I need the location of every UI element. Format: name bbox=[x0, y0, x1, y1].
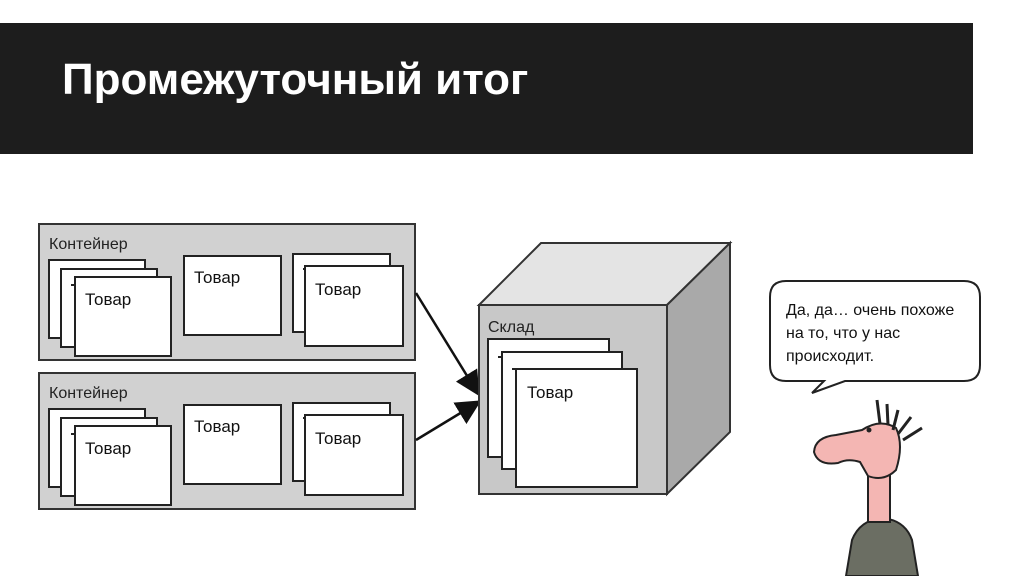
container-label: Контейнер bbox=[49, 385, 128, 402]
container-2: Контейнер Товар Товар Товар bbox=[38, 372, 416, 510]
item-card: Товар bbox=[183, 404, 282, 485]
warehouse-label: Склад bbox=[488, 319, 535, 336]
head bbox=[812, 422, 901, 479]
slide-title: Промежуточный итог bbox=[62, 55, 529, 104]
item-card: Товар bbox=[183, 255, 282, 336]
hair-strand bbox=[875, 399, 882, 425]
title-bar bbox=[0, 23, 973, 154]
hair-strand bbox=[902, 426, 923, 442]
hair-strand bbox=[896, 416, 913, 435]
item-label: Товар bbox=[315, 429, 362, 448]
shirt bbox=[844, 516, 920, 576]
arrow-container-1-to-warehouse bbox=[414, 292, 480, 397]
speech-bubble bbox=[769, 280, 981, 394]
item-label: Товар bbox=[315, 280, 362, 299]
arrow-container-2-to-warehouse bbox=[415, 400, 482, 442]
item-card: Товар bbox=[304, 265, 404, 347]
speech-bubble-text: Да, да… очень похоже на то, что у нас пр… bbox=[786, 302, 955, 365]
container-label: Контейнер bbox=[49, 236, 128, 253]
item-label: Товар bbox=[527, 383, 574, 402]
item-card: Товар bbox=[304, 414, 404, 496]
item-label: Товар bbox=[85, 439, 132, 458]
container-1: Контейнер Товар Товар Товар bbox=[38, 223, 416, 361]
hair-strand bbox=[891, 409, 900, 431]
item-label: Товар bbox=[194, 417, 241, 436]
cartoon-person bbox=[812, 399, 923, 576]
warehouse-item-card: Товар bbox=[515, 368, 638, 488]
item-label: Товар bbox=[85, 290, 132, 309]
item-card: Товар bbox=[74, 425, 172, 506]
eye bbox=[866, 427, 872, 433]
item-label: Товар bbox=[194, 268, 241, 287]
hair-strand bbox=[885, 403, 890, 426]
item-card: Товар bbox=[74, 276, 172, 357]
